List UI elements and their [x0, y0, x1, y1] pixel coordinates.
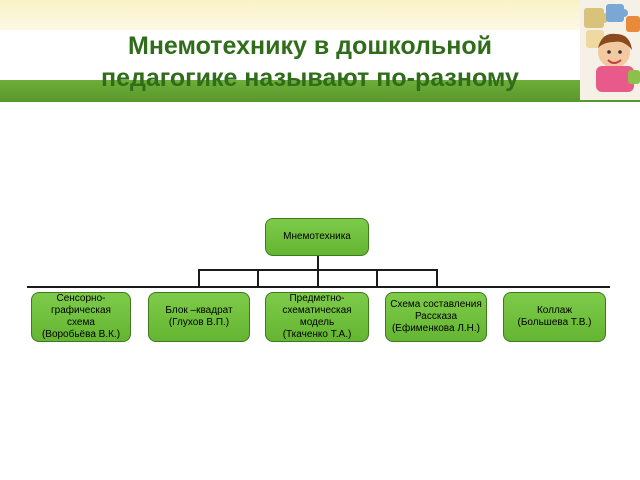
connector-drop-3: [317, 269, 319, 287]
connector-drop-2: [257, 269, 259, 287]
connector-drop-5: [436, 269, 438, 287]
connector-drop-1: [198, 269, 200, 287]
top-band: [0, 0, 640, 30]
diagram-child-node-3: Предметно- схематическая модель (Ткаченк…: [265, 292, 369, 342]
connector-root-stem: [317, 256, 319, 270]
slide-title: Мнемотехнику в дошкольной педагогике наз…: [20, 30, 600, 94]
diagram-child-node-5: Коллаж (Большева Т.В.): [503, 292, 606, 342]
diagram-child-node-2: Блок –квадрат (Глухов В.П.): [148, 292, 250, 342]
green-bar: [0, 80, 640, 102]
connector-drop-4: [376, 269, 378, 287]
diagram-root-node: Мнемотехника: [265, 218, 369, 256]
puzzle-children-icon: [580, 0, 640, 100]
connector-baseline: [27, 286, 610, 288]
title-line-1: Мнемотехнику в дошкольной: [128, 32, 492, 60]
diagram-child-node-4: Схема составления Рассказа (Ефименкова Л…: [385, 292, 487, 342]
title-line-2: педагогике называют по-разному: [101, 64, 519, 92]
diagram-child-node-1: Сенсорно- графическая схема (Воробьёва В…: [31, 292, 131, 342]
